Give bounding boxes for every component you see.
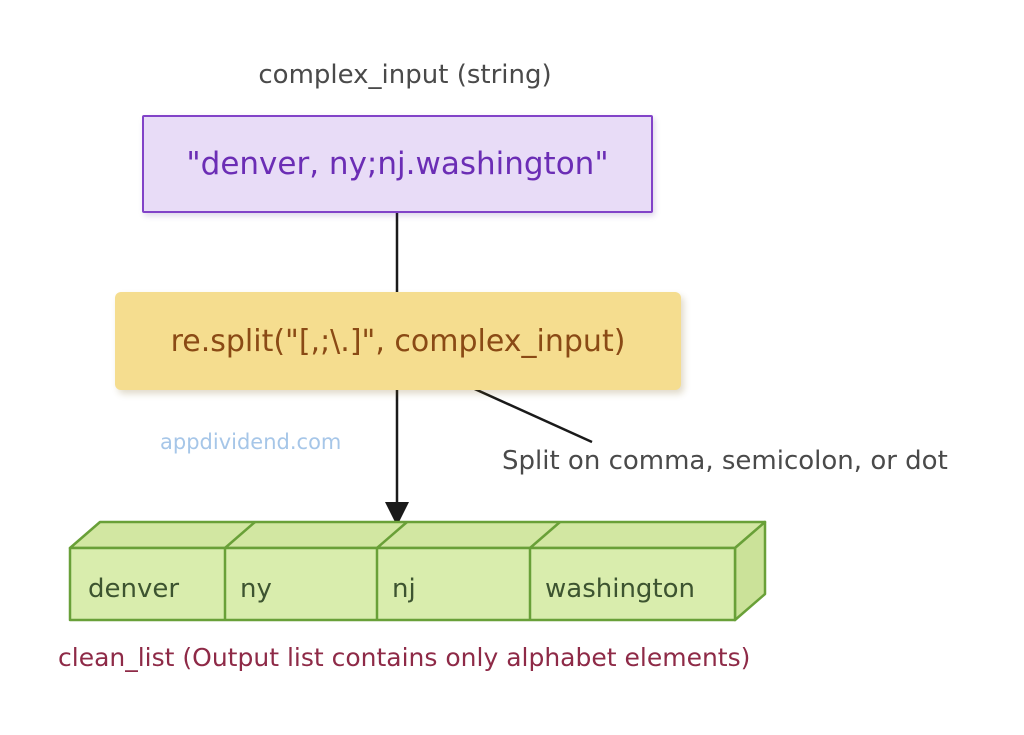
- list-top-divider-diagonal: [529, 521, 561, 549]
- split-annotation-label: Split on comma, semicolon, or dot: [502, 446, 948, 476]
- input-string-box: "denver, ny;nj.washington": [142, 115, 653, 213]
- list-item: nj: [392, 574, 416, 604]
- output-list-label: clean_list (Output list contains only al…: [58, 643, 751, 672]
- list-front-face: [68, 546, 737, 622]
- operation-box: re.split("[,;\.]", complex_input): [115, 292, 681, 390]
- list-item: ny: [240, 574, 272, 604]
- input-variable-label: complex_input (string): [258, 60, 552, 90]
- arrow-operation-to-list-head: [385, 502, 409, 526]
- list-top-face: [68, 520, 767, 550]
- list-item: washington: [545, 574, 696, 604]
- input-string-value: "denver, ny;nj.washington": [186, 146, 609, 182]
- list-item: denver: [88, 574, 180, 604]
- watermark-text: appdividend.com: [160, 430, 342, 454]
- list-top-divider-diagonal: [376, 521, 408, 549]
- list-top-divider-diagonal: [224, 521, 256, 549]
- operation-code: re.split("[,;\.]", complex_input): [170, 323, 626, 359]
